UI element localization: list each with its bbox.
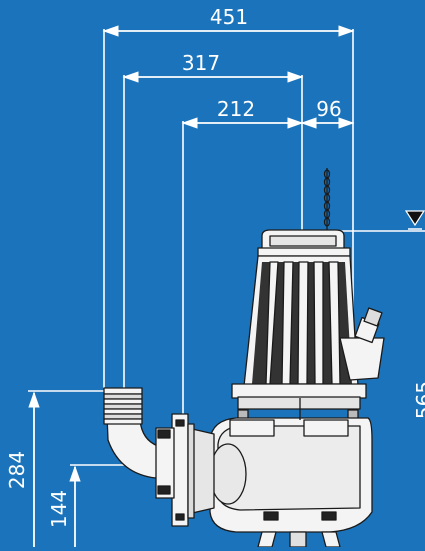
hose-connector (103, 387, 143, 425)
pump-feet (257, 511, 341, 548)
label-317: 317 (182, 51, 220, 75)
dimension-arrows (28, 25, 355, 547)
label-212: 212 (217, 97, 255, 121)
extension-lines (28, 29, 425, 466)
pump-drawing (103, 168, 385, 548)
label-565: 565 (412, 381, 425, 419)
lifting-chain (323, 168, 331, 232)
label-96: 96 (316, 97, 341, 121)
label-451: 451 (210, 5, 248, 29)
label-284: 284 (5, 451, 29, 489)
label-144: 144 (47, 490, 71, 528)
cable-gland (339, 307, 385, 381)
dimension-labels: 451 317 212 96 284 144 565 (5, 5, 425, 528)
water-level-triangle-icon (404, 210, 425, 230)
motor-base-flange (231, 383, 367, 399)
